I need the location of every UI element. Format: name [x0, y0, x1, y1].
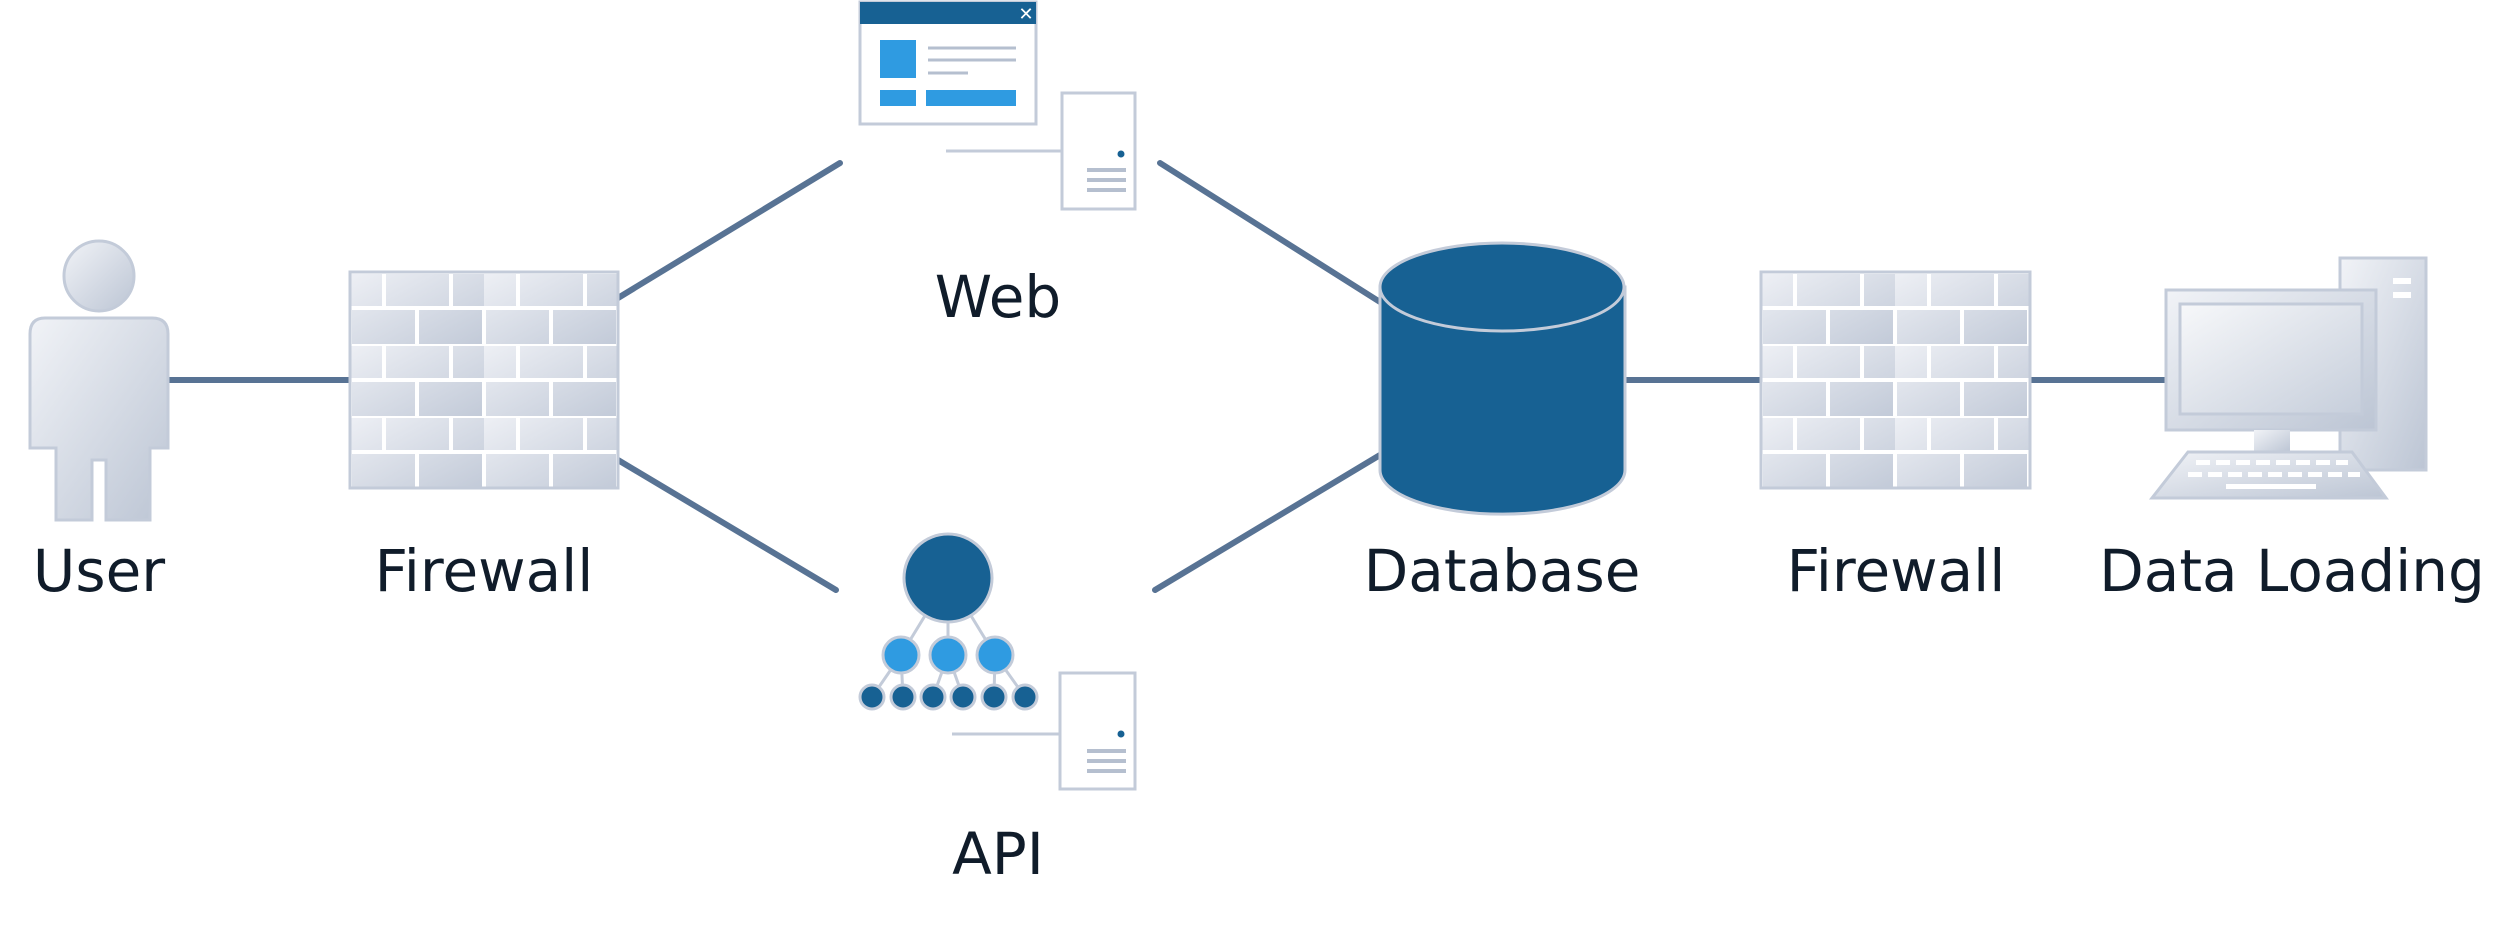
firewall-left-label: Firewall [374, 537, 594, 605]
user-label: User [32, 537, 166, 605]
api-label: API [952, 820, 1044, 888]
api-server-icon [952, 671, 1137, 791]
user-icon [28, 239, 170, 522]
web-app-icon: ✕ [858, 0, 1038, 126]
desktop-computer-icon [2148, 256, 2428, 500]
connector-api-database [1152, 452, 1383, 593]
connector-firewall-api [615, 457, 839, 593]
connectors [163, 160, 2171, 593]
firewall-right-icon [1759, 270, 2032, 490]
firewall-right-label: Firewall [1786, 537, 2006, 605]
database-icon [1378, 241, 1627, 516]
api-hierarchy-icon [858, 532, 1039, 711]
firewall-left-icon [348, 270, 620, 490]
data-loading-label: Data Loading [2099, 537, 2485, 605]
svg-text:✕: ✕ [1018, 4, 1033, 25]
connector-firewall-web [615, 160, 843, 301]
web-server-icon [946, 91, 1137, 211]
database-label: Database [1363, 537, 1641, 605]
web-label: Web [934, 263, 1062, 331]
connector-web-database [1157, 160, 1383, 305]
